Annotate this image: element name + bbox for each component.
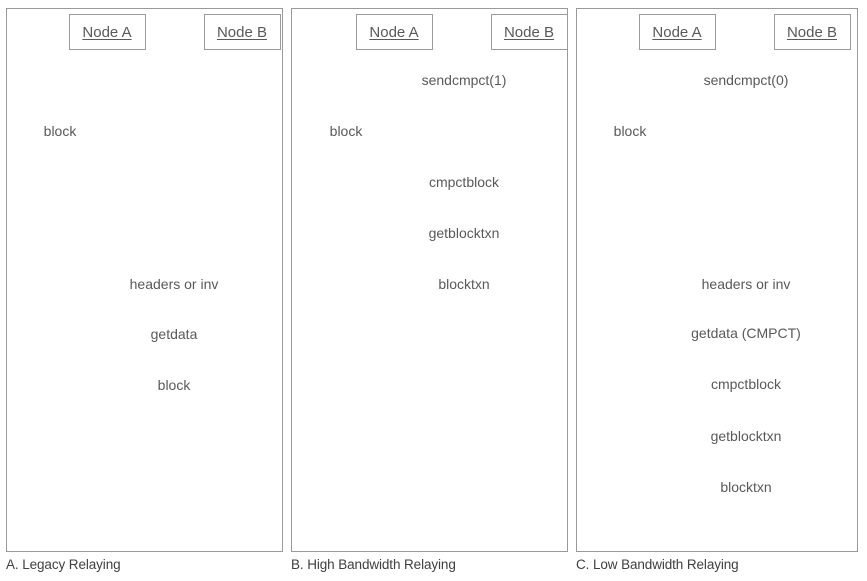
message-getblocktxn-panel-b-label: getblocktxn bbox=[428, 225, 500, 241]
node-b-label: Node B bbox=[786, 23, 838, 41]
node-a-box-panel-c[interactable]: Node A bbox=[638, 14, 716, 50]
message-sendcmpct-0--panel-c-label: sendcmpct(0) bbox=[703, 72, 789, 88]
panel-c bbox=[576, 8, 858, 552]
message-getdata-cmpct--panel-c-label: getdata (CMPCT) bbox=[691, 325, 801, 341]
message-blocktxn-panel-b-label: blocktxn bbox=[438, 276, 490, 292]
node-b-box-panel-c[interactable]: Node B bbox=[773, 14, 851, 50]
node-a-box-panel-a[interactable]: Node A bbox=[68, 14, 146, 50]
caption-panel-b: B. High Bandwidth Relaying bbox=[291, 557, 456, 572]
node-a-box-panel-b[interactable]: Node A bbox=[355, 14, 433, 50]
panel-b bbox=[291, 8, 568, 552]
caption-panel-c: C. Low Bandwidth Relaying bbox=[576, 557, 739, 572]
message-getblocktxn-panel-c-label: getblocktxn bbox=[710, 428, 782, 444]
caption-panel-a: A. Legacy Relaying bbox=[6, 557, 121, 572]
message-cmpctblock-panel-c-label: cmpctblock bbox=[710, 376, 782, 392]
panel-a bbox=[6, 8, 283, 552]
message-headers-or-inv-panel-a-label: headers or inv bbox=[129, 276, 219, 292]
node-a-label: Node A bbox=[82, 23, 132, 41]
message-headers-or-inv-panel-c-label: headers or inv bbox=[701, 276, 791, 292]
node-b-label: Node B bbox=[216, 23, 268, 41]
node-b-label: Node B bbox=[503, 23, 555, 41]
message-block-panel-a-label: block bbox=[157, 377, 191, 393]
external-message-label-panel-a: block bbox=[43, 123, 77, 139]
external-message-label-panel-c: block bbox=[613, 123, 647, 139]
message-sendcmpct-1--panel-b-label: sendcmpct(1) bbox=[421, 72, 507, 88]
node-a-label: Node A bbox=[652, 23, 702, 41]
node-b-box-panel-b[interactable]: Node B bbox=[490, 14, 568, 50]
message-getdata-panel-a-label: getdata bbox=[150, 326, 198, 342]
node-a-label: Node A bbox=[369, 23, 419, 41]
external-message-label-panel-b: block bbox=[329, 123, 363, 139]
node-b-box-panel-a[interactable]: Node B bbox=[203, 14, 281, 50]
message-cmpctblock-panel-b-label: cmpctblock bbox=[428, 174, 500, 190]
message-blocktxn-panel-c-label: blocktxn bbox=[720, 479, 772, 495]
